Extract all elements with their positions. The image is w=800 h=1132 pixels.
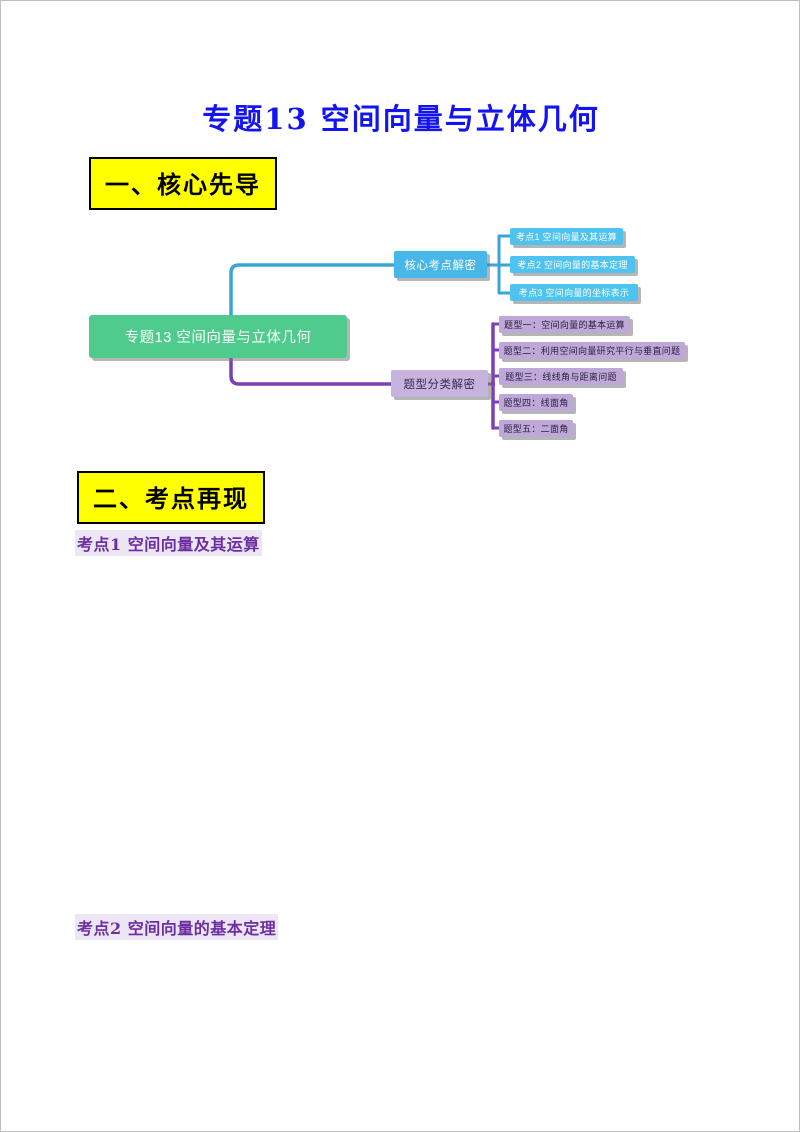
subheading-core-point-1: 考点1 空间向量及其运算 (75, 530, 262, 556)
mind-map: 专题13 空间向量与立体几何 核心考点解密 题型分类解密 考点1 空间向量及其运… (81, 223, 781, 455)
mindmap-leaf-problem-type-5: 题型五：二面角 (499, 420, 573, 437)
mindmap-branch-problem-types: 题型分类解密 (391, 370, 488, 397)
section-heading-core-guide: 一、核心先导 (89, 157, 277, 210)
section-heading-exam-points-review: 二、考点再现 (77, 471, 265, 524)
mindmap-leaf-problem-type-4: 题型四：线面角 (499, 394, 573, 411)
mindmap-root-node: 专题13 空间向量与立体几何 (89, 315, 347, 358)
mindmap-leaf-core-point-2: 考点2 空间向量的基本定理 (510, 256, 635, 273)
mindmap-leaf-core-point-3: 考点3 空间向量的坐标表示 (510, 284, 638, 301)
mindmap-leaf-problem-type-3: 题型三：线线角与距离问题 (499, 368, 623, 385)
mind-map-connectors (229, 234, 510, 430)
page-title: 专题13 空间向量与立体几何 (202, 102, 600, 136)
mindmap-leaf-core-point-1: 考点1 空间向量及其运算 (510, 228, 623, 245)
subheading-core-point-2: 考点2 空间向量的基本定理 (75, 914, 279, 940)
mindmap-leaf-problem-type-2: 题型二：利用空间向量研究平行与垂直问题 (499, 342, 685, 359)
mindmap-branch-core-points: 核心考点解密 (394, 251, 487, 278)
mindmap-leaf-problem-type-1: 题型一：空间向量的基本运算 (499, 316, 630, 333)
